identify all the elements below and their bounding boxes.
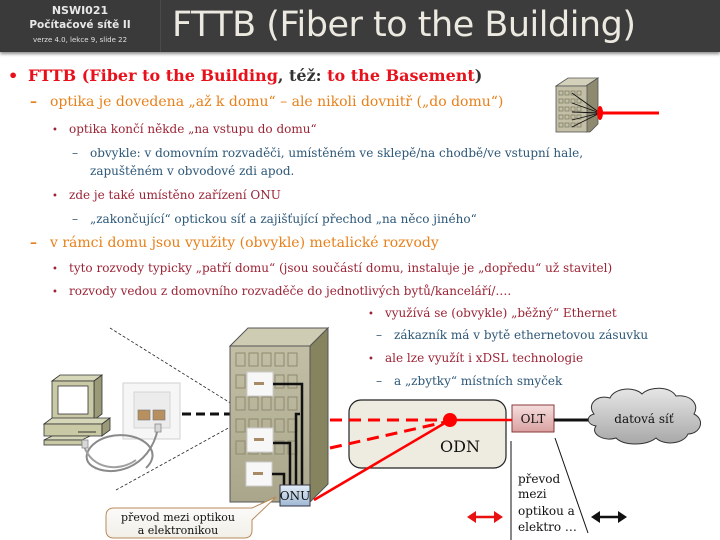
course-code: NSWI021 [51,4,109,17]
bullet-ethernet: • využívá se (obvykle) „běžný“ Ethernet [368,306,617,320]
text-fttb: FTTB ( [28,66,90,85]
subbullet-zakoncujici: –„zakončující“ optickou síť a zajišťujíc… [72,212,477,226]
slide-header: NSWI021 Počítačové sítě II verze 4.0, le… [0,0,720,52]
subbullet-smycky: –a „zbytky“ místních smyček [376,374,562,388]
conversion-line-4: elektro … [518,520,577,534]
dash-icon: – [72,146,78,160]
divider-line-right [554,437,589,534]
ethernet-socket-icon [122,382,181,440]
subbullet-optika: –optika je dovedena „až k domu“ – ale ni… [30,94,503,110]
bullet-optika-konci: • optika končí někde „na vstupu do domu“ [52,122,317,136]
building-icon [228,326,330,504]
dash-icon: – [30,235,37,251]
text-fiber-to-building: Fiber to the Building [89,66,278,85]
perspective-lines [109,327,233,491]
course-name: Počítačové sítě II [29,19,131,31]
course-info-box: NSWI021 Počítačové sítě II verze 4.0, le… [0,0,161,52]
odn-label: ODN [440,437,480,456]
conversion-line-1: převod [518,472,561,486]
olt-label: OLT [521,412,546,426]
text-obvykle-cont: zapuštěném v obvodové zdi apod. [90,164,295,178]
splitter-icon [443,413,457,427]
bullet-icon: • [368,354,374,365]
bullet-icon: • [52,264,58,275]
subbullet-obvykle: –obvykle: v domovním rozvaděči, umístěné… [72,146,583,160]
subbullet-obvykle-cont: zapuštěném v obvodové zdi apod. [90,164,294,178]
bullet-onu: • zde je také umístěno zařízení ONU [52,188,281,202]
text-tez: , též: [277,66,328,85]
odn-box: ODN [348,399,507,469]
slide-title: FTTB (Fiber to the Building) [172,5,636,45]
bullet-fttb: • FTTB (Fiber to the Building, též: to th… [8,66,482,85]
text-zasuvka: zákazník má v bytě ethernetovou zásuvku [394,328,649,342]
patch-cable-icon [81,423,162,473]
dash-icon: – [72,212,78,226]
onu-label: ONU [280,489,310,503]
text-close-paren: ) [474,66,483,85]
cloud-label: datová síť [614,412,674,426]
subbullet-metalicke: –v rámci domu jsou využity (obvykle) met… [30,235,439,251]
computer-icon [42,374,112,446]
apartment-sockets [245,371,274,487]
bullet-icon: • [368,309,374,320]
optical-side-arrow-icon [467,511,503,523]
olt-device: OLT [511,404,555,433]
bullet-rozvody: • rozvody vedou z domovního rozvaděče do … [52,284,511,298]
callout-line-2: a elektronikou [138,524,219,537]
onu-device: ONU [279,484,311,507]
text-patri-domu: tyto rozvody typicky „patří domu“ (jsou … [69,261,613,275]
text-onu: zde je také umístěno zařízení ONU [69,188,281,202]
subbullet-zasuvka: –zákazník má v bytě ethernetovou zásuvku [376,328,648,342]
text-rozvody: rozvody vedou z domovního rozvaděče do j… [69,284,512,298]
text-optika: optika je dovedena „až k domu“ – ale nik… [50,94,504,110]
cloud-icon: datová síť [587,387,702,445]
bullet-patri-domu: • tyto rozvody typicky „patří domu“ (jsou… [52,261,612,275]
bullet-icon: • [52,191,58,202]
text-smycky: a „zbytky“ místních smyček [394,374,563,388]
text-obvykle: obvykle: v domovním rozvaděči, umístěném… [90,146,584,160]
bullet-xdsl: • ale lze využít i xDSL technologie [368,351,583,365]
conversion-callout: převod mezi optikou a elektronikou [105,496,277,539]
dash-icon: – [376,374,382,388]
dash-icon: – [376,328,382,342]
fiber-lines [313,413,512,502]
bullet-icon: • [52,125,58,136]
text-xdsl: ale lze využít i xDSL technologie [385,351,584,365]
electrical-side-arrow-icon [591,511,627,523]
course-meta: verze 4.0, lekce 9, slide 22 [32,36,128,44]
text-metalicke: v rámci domu jsou využity (obvykle) meta… [50,235,439,251]
bullet-icon: • [8,66,19,85]
conversion-line-3: optikou a [518,504,575,518]
bullet-icon: • [52,287,58,298]
text-ethernet: využívá se (obvykle) „běžný“ Ethernet [385,306,617,320]
text-optika-konci: optika končí někde „na vstupu do domu“ [69,122,317,136]
conversion-note: převod mezi optikou a elektro … [518,472,577,534]
text-to-basement: to the Basement [327,66,475,85]
dash-icon: – [30,94,37,110]
text-zakoncujici: „zakončující“ optickou síť a zajišťující… [90,212,477,226]
small-building-icon [554,77,659,133]
conversion-line-2: mezi [518,487,547,501]
callout-line-1: převod mezi optikou [121,511,235,524]
